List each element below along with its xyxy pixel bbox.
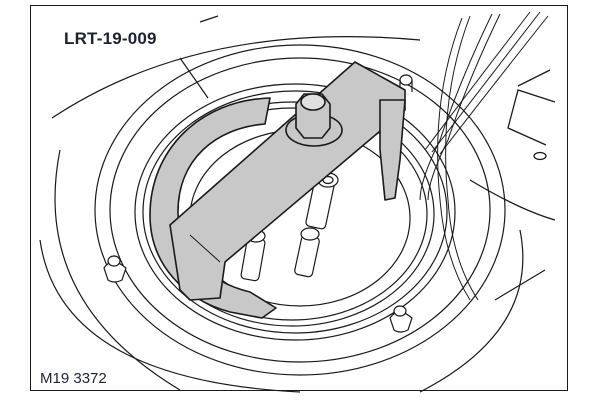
tool-callout-label: LRT-19-009: [64, 29, 157, 48]
pump-pipes: [240, 172, 339, 282]
stud-top-left: [199, 15, 219, 23]
callout-leader: [179, 57, 209, 99]
connector-bracket: [469, 69, 556, 221]
wiring-harness: [419, 11, 549, 301]
figure-id: M19 3372: [40, 370, 107, 387]
pipe-3: [294, 227, 320, 278]
locking-ring-tool: [149, 61, 406, 319]
stud-left: [103, 255, 127, 283]
stud-bottom: [389, 305, 413, 333]
tank-rings: [39, 36, 546, 393]
mounting-studs: [103, 15, 413, 333]
